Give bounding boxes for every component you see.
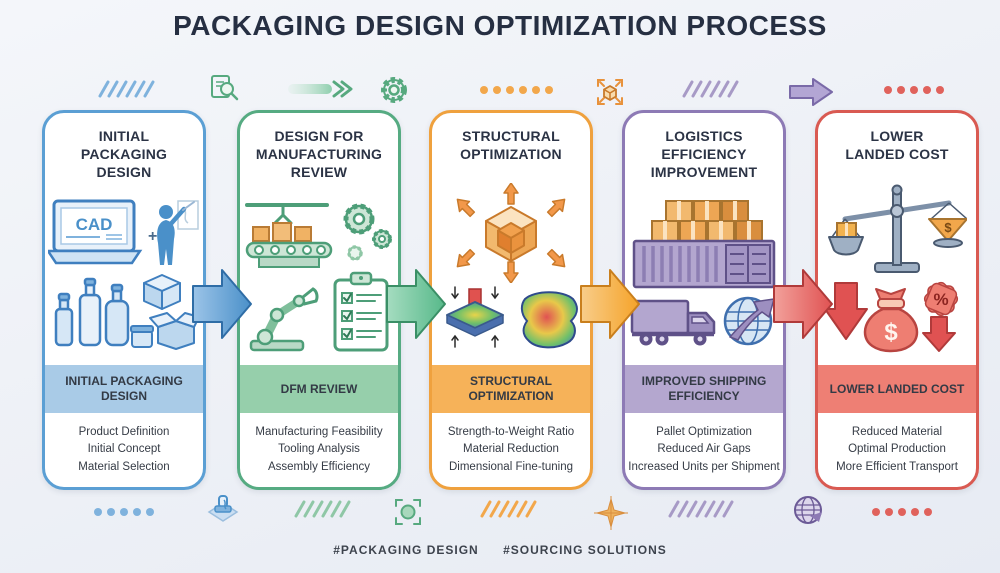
card-artwork: CAD +: [45, 186, 203, 365]
card-artwork: [432, 167, 590, 365]
list-item: Increased Units per Shipment: [628, 460, 780, 473]
card-structural-optimization: STRUCTURAL OPTIMIZATION: [429, 110, 593, 490]
list-item: Tooling Analysis: [278, 443, 360, 456]
card-banner: LOWER LANDED COST: [818, 365, 976, 413]
purple-slashes-icon: [682, 80, 739, 98]
hashtag: #PACKAGING DESIGN: [333, 543, 479, 557]
list-item: Assembly Efficiency: [267, 460, 371, 473]
card-title: INITIAL PACKAGING DESIGN: [80, 128, 168, 181]
process-arrow-4: [773, 269, 833, 339]
process-arrow-1: [192, 269, 252, 339]
checklist-clipboard-icon: [333, 272, 389, 352]
card-artwork: [240, 186, 398, 365]
card-banner: STRUCTURAL OPTIMIZATION: [432, 365, 590, 413]
robot-arm-icon: [249, 272, 389, 352]
focus-target-icon: [395, 499, 421, 525]
orange-slashes-icon: [480, 500, 537, 518]
card-banner: IMPROVED SHIPPING EFFICIENCY: [625, 365, 783, 413]
card-banner: INITIAL PACKAGING DESIGN: [45, 365, 203, 413]
list-item: Product Definition: [78, 426, 170, 439]
card-lower-landed-cost: LOWER LANDED COST $: [815, 110, 979, 490]
purple-arrow-icon: [789, 78, 833, 106]
globe-icon: [794, 496, 822, 524]
list-item: Reduced Material: [851, 426, 943, 439]
red-dots-icon: [884, 86, 944, 94]
fade-arrow-icon: [288, 80, 353, 98]
balance-scale-icon: $: [828, 184, 967, 274]
cad-label: CAD: [76, 215, 113, 234]
gear-icon: [381, 77, 407, 103]
list-item: Initial Concept: [87, 443, 161, 456]
hashtag: #SOURCING SOLUTIONS: [503, 543, 667, 557]
compass-sparkle-icon: [594, 496, 628, 530]
stamp-icon: [207, 495, 239, 522]
card-feature-list: Pallet Optimization Reduced Air Gaps Inc…: [625, 413, 783, 487]
card-artwork: $ % $: [818, 167, 976, 365]
footer-hashtags: #PACKAGING DESIGN #SOURCING SOLUTIONS: [0, 543, 1000, 557]
cad-laptop-icon: CAD +: [48, 199, 199, 266]
list-item: Material Selection: [78, 460, 170, 473]
card-logistics-efficiency: LOGISTICS EFFICIENCY IMPROVEMENT: [622, 110, 786, 490]
red-dots-icon: [872, 508, 932, 516]
card-banner: DFM REVIEW: [240, 365, 398, 413]
dollar-label: $: [944, 220, 952, 235]
card-feature-list: Manufacturing Feasibility Tooling Analys…: [240, 413, 398, 487]
card-title: DESIGN FOR MANUFACTURING REVIEW: [255, 128, 383, 181]
list-item: Dimensional Fine-tuning: [448, 460, 573, 473]
card-feature-list: Product Definition Initial Concept Mater…: [45, 413, 203, 487]
packaging-items-icon: [54, 274, 200, 351]
list-item: Pallet Optimization: [656, 426, 752, 439]
fea-stress-map-icon: [520, 291, 579, 349]
globe-arrow-icon: [723, 297, 775, 346]
card-feature-list: Reduced Material Optimal Production More…: [818, 413, 976, 487]
dollar-label: $: [884, 319, 898, 346]
list-item: More Efficient Transport: [836, 460, 958, 473]
percent-label: %: [933, 290, 948, 309]
card-title: LOWER LANDED COST: [845, 128, 949, 163]
container-boxes-icon: [632, 200, 776, 289]
page-title: PACKAGING DESIGN OPTIMIZATION PROCESS: [173, 10, 827, 41]
down-arrow-icon: [824, 282, 868, 341]
expanding-cube-icon: [451, 183, 571, 284]
gears-icon: [343, 203, 392, 262]
conveyor-belt-icon: [245, 203, 392, 269]
green-slashes-icon: [294, 500, 351, 518]
process-arrow-2: [386, 269, 446, 339]
plus-sign: +: [148, 228, 157, 245]
down-arrow-icon: [922, 316, 956, 353]
orange-dots-icon: [480, 86, 553, 94]
list-item: Strength-to-Weight Ratio: [447, 426, 575, 439]
blue-slashes-icon: [98, 80, 155, 98]
truck-icon: [630, 297, 775, 346]
blue-dots-icon: [94, 508, 154, 516]
cube-expand-icon: [597, 79, 623, 105]
process-arrow-3: [580, 269, 640, 339]
card-title: LOGISTICS EFFICIENCY IMPROVEMENT: [650, 128, 758, 181]
card-initial-packaging-design: INITIAL PACKAGING DESIGN CAD +: [42, 110, 206, 490]
list-item: Reduced Air Gaps: [657, 443, 751, 456]
card-feature-list: Strength-to-Weight Ratio Material Reduct…: [432, 413, 590, 487]
money-bag-icon: % $: [824, 282, 959, 353]
percent-badge-icon: %: [923, 282, 959, 317]
document-search-icon: [211, 75, 239, 101]
list-item: Optimal Production: [848, 443, 946, 456]
fea-plate-icon: [446, 286, 579, 349]
purple-slashes-icon: [668, 500, 734, 518]
list-item: Material Reduction: [463, 443, 559, 456]
card-artwork: [625, 186, 783, 365]
card-title: STRUCTURAL OPTIMIZATION: [460, 128, 562, 163]
card-dfm-review: DESIGN FOR MANUFACTURING REVIEW: [237, 110, 401, 490]
list-item: Manufacturing Feasibility: [255, 426, 383, 439]
